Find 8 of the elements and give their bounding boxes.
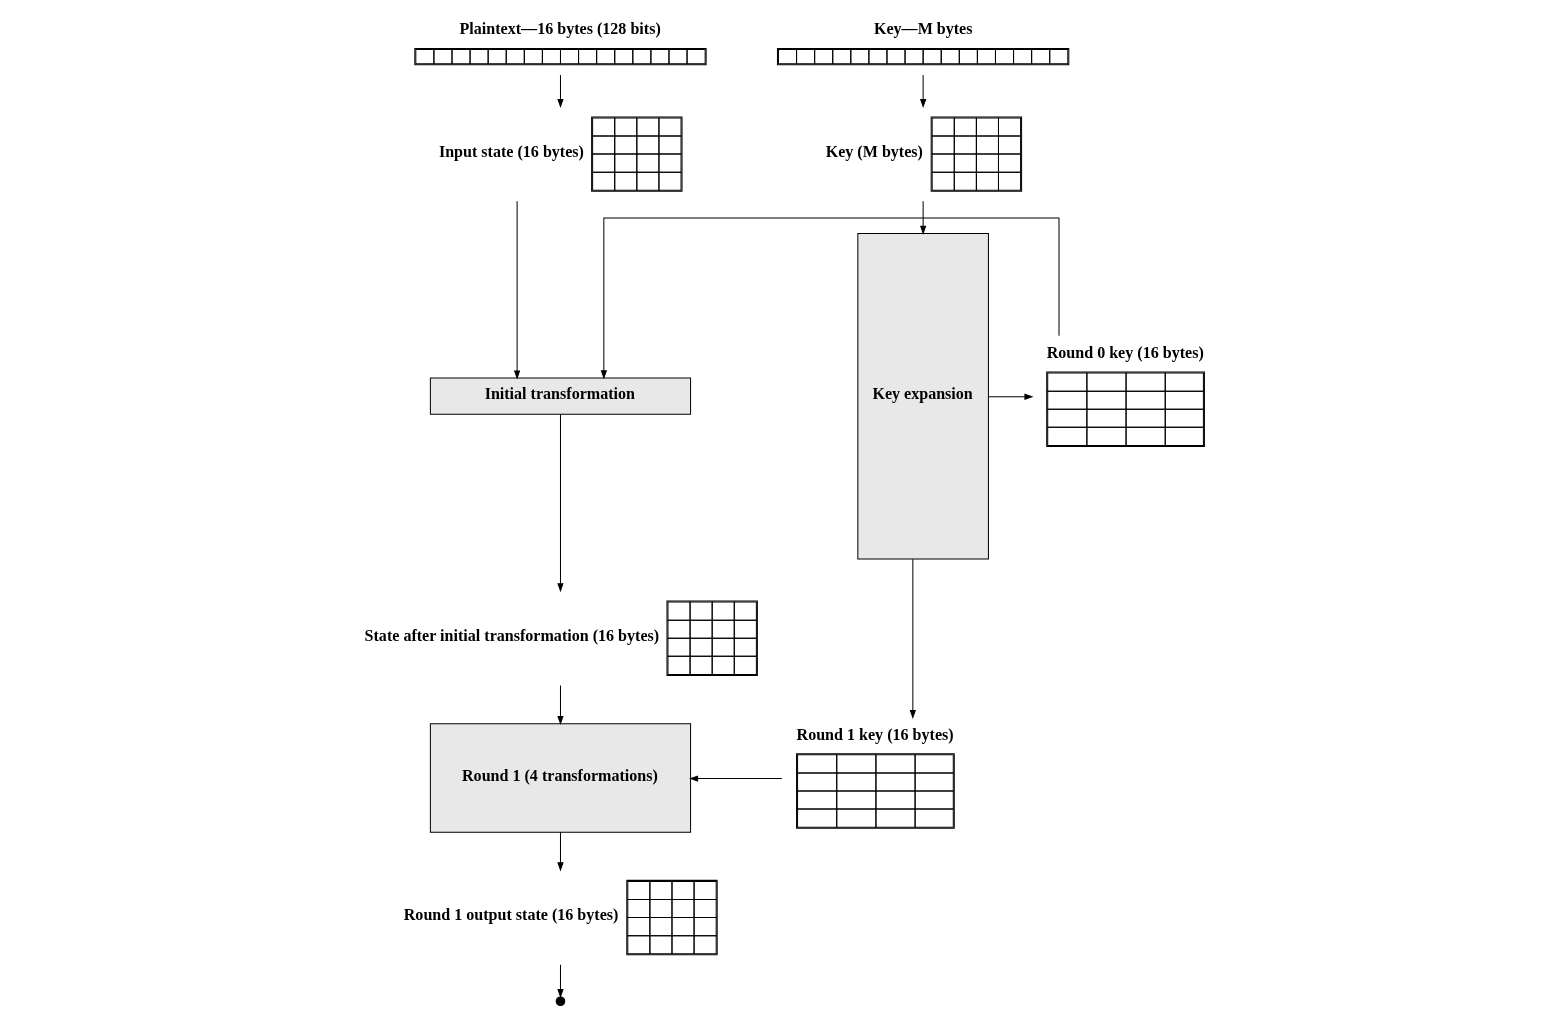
- node-label: State after initial transformation (16 bytes): [364, 627, 660, 645]
- node-label: Input state (16 bytes): [438, 142, 584, 160]
- node-label: Plaintext—16 bytes (128 bits): [459, 20, 661, 38]
- node-label: Round 1 output state (16 bytes): [403, 906, 619, 924]
- node-label: Key (M bytes): [825, 142, 923, 160]
- node-label: Round 0 key (16 bytes): [1046, 343, 1204, 361]
- node-label: Round 1 key (16 bytes): [796, 725, 954, 743]
- node-label: Key—M bytes: [873, 20, 973, 38]
